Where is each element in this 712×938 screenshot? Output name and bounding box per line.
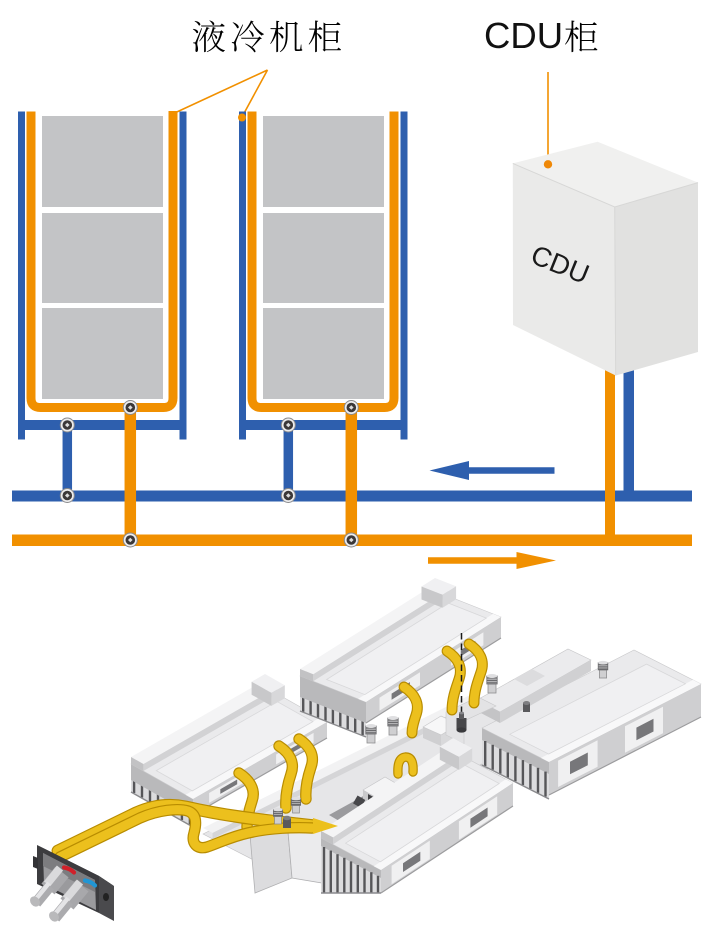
svg-text:CDU: CDU — [484, 15, 563, 56]
